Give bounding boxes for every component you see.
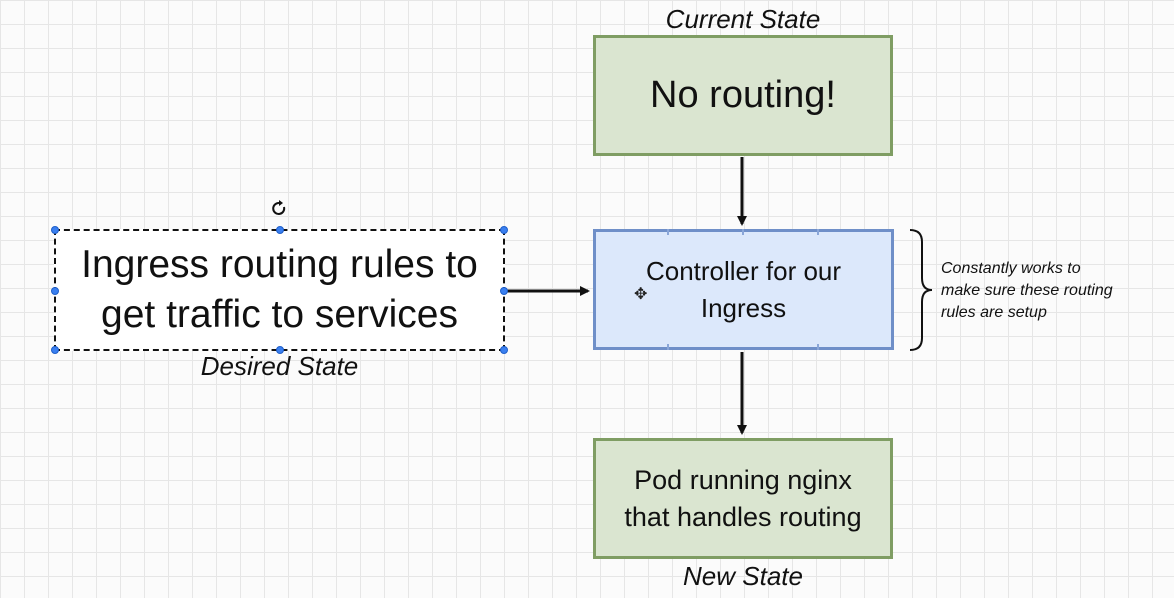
resize-handle-bottom-left[interactable] (51, 346, 59, 354)
resize-handle-left[interactable] (51, 287, 59, 295)
resize-handle-right[interactable] (500, 287, 508, 295)
controller-note: Constantly works to make sure these rout… (941, 260, 1113, 321)
current-state-text: No routing! (650, 74, 836, 116)
desired-state-caption: Desired State (200, 351, 359, 381)
current-state-box[interactable]: No routing! (593, 35, 893, 156)
desired-state-box[interactable]: Ingress routing rules to get traffic to … (51, 226, 508, 354)
move-cursor-icon: ✥ (634, 286, 648, 303)
connection-point (667, 229, 669, 235)
resize-handle-bottom-right[interactable] (500, 346, 508, 354)
connection-point (667, 344, 669, 350)
desired-state-text: Ingress routing rules to get traffic to … (81, 243, 478, 336)
controller-text: Controller for our Ingress (645, 255, 842, 323)
connection-point (742, 229, 744, 235)
pod-box[interactable]: Pod running nginx that handles routing (593, 438, 893, 559)
resize-handle-top-right[interactable] (500, 226, 508, 234)
curly-brace (909, 229, 933, 351)
connection-point (817, 344, 819, 350)
rotate-handle-icon[interactable] (272, 200, 286, 215)
controller-box[interactable]: Controller for our Ingress ✥ (593, 229, 894, 350)
new-state-caption: New State (683, 561, 803, 591)
resize-handle-top-left[interactable] (51, 226, 59, 234)
current-state-caption: Current State (665, 4, 821, 34)
pod-text: Pod running nginx that handles routing (624, 464, 862, 532)
connection-point (817, 229, 819, 235)
resize-handle-top[interactable] (276, 226, 284, 234)
resize-handle-bottom[interactable] (276, 346, 284, 354)
